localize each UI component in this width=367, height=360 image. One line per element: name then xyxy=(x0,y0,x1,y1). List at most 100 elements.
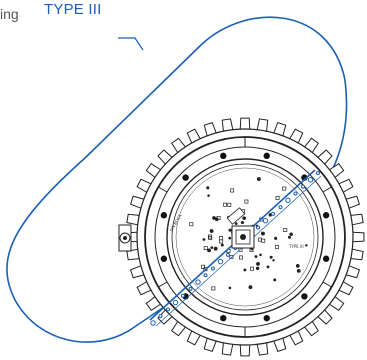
led-board-component xyxy=(305,244,308,247)
led-board-component xyxy=(295,263,300,268)
led-board-component xyxy=(207,194,210,197)
led-board-component xyxy=(274,236,278,240)
led-board-component xyxy=(216,216,221,220)
heat-sink-fin xyxy=(129,265,144,279)
led-board-component xyxy=(244,199,249,204)
bezel-bolt xyxy=(160,255,168,262)
heat-sink-fin xyxy=(289,330,304,346)
bezel-bolt xyxy=(322,212,330,219)
led-board-component xyxy=(227,202,232,207)
heat-sink-fins xyxy=(125,117,365,357)
heat-sink-fin xyxy=(136,178,152,193)
lens-inner-ring xyxy=(171,163,319,311)
bezel-bolt xyxy=(263,314,270,322)
led-board-component xyxy=(228,286,232,290)
led-board-component xyxy=(242,216,246,220)
led-board-component xyxy=(255,266,260,271)
heat-sink-fin xyxy=(186,128,201,144)
lens-outer-ring xyxy=(166,158,324,316)
led-board-component xyxy=(234,222,238,226)
led-board-component xyxy=(256,262,260,266)
strip-led xyxy=(195,279,201,285)
heat-sink-fin xyxy=(273,121,287,136)
led-board-component xyxy=(211,286,216,291)
heat-sink-fin xyxy=(126,248,140,261)
heat-sink-fin xyxy=(186,330,201,346)
led-board-component xyxy=(220,243,224,247)
led-board-component xyxy=(228,236,232,240)
led-board-component xyxy=(256,177,261,182)
led-board-component xyxy=(207,248,211,253)
heat-sink-fin xyxy=(273,338,287,353)
label-leader-line xyxy=(118,37,144,51)
heat-sink-fin xyxy=(350,248,364,261)
bezel-tick xyxy=(322,281,332,288)
heat-sink-fin xyxy=(126,213,140,226)
heat-sink-fin xyxy=(338,178,354,193)
led-board-component xyxy=(219,236,224,241)
strip-led xyxy=(158,314,163,319)
strip-led xyxy=(278,205,283,210)
component-block-upper xyxy=(226,207,246,225)
strip-led xyxy=(211,266,215,271)
strip-led xyxy=(217,258,224,265)
heat-sink-fin xyxy=(129,195,144,209)
bezel-segment-ticks xyxy=(158,137,332,337)
heat-sink-fin xyxy=(338,281,354,296)
led-board-component xyxy=(282,186,287,191)
heat-sink-fin xyxy=(221,118,234,132)
bezel-bolts xyxy=(160,152,330,322)
heat-sink-fin xyxy=(346,265,361,279)
led-board-component xyxy=(261,238,266,243)
strip-led xyxy=(262,218,269,224)
led-board-component xyxy=(207,234,212,239)
strip-led xyxy=(226,252,230,257)
strip-led xyxy=(203,273,208,278)
bezel-bolt xyxy=(263,152,270,160)
strip-led xyxy=(316,171,320,175)
heat-sink-fin xyxy=(352,231,365,243)
strip-led xyxy=(188,286,193,291)
led-board-edge xyxy=(175,167,315,307)
center-hub xyxy=(231,225,255,249)
led-board-component xyxy=(240,220,244,225)
bezel-bolt xyxy=(160,212,168,219)
heat-sink-fin xyxy=(221,342,234,356)
heat-sink-fin xyxy=(136,281,152,296)
heat-sink-fin xyxy=(346,195,361,209)
led-board-component xyxy=(250,247,254,251)
distribution-type-label: TYPE III xyxy=(44,1,102,18)
led-board-component xyxy=(250,266,255,271)
strip-led xyxy=(301,184,305,189)
led-board-component xyxy=(296,268,301,273)
led-board-component xyxy=(202,238,206,241)
led-board-component xyxy=(230,188,235,193)
led-board-component xyxy=(266,265,270,269)
heat-sink-fin xyxy=(256,342,269,356)
heat-sink-fin xyxy=(239,344,251,357)
bezel-tick xyxy=(322,186,332,193)
strip-led xyxy=(181,293,185,298)
led-board-component xyxy=(254,255,258,258)
led-board-component xyxy=(212,216,216,220)
strip-led xyxy=(293,191,298,196)
led-board-component xyxy=(283,228,288,232)
led-board-component xyxy=(223,202,228,207)
led-board-component xyxy=(206,186,210,190)
strip-led xyxy=(271,211,275,216)
mounting-boss xyxy=(118,224,132,252)
led-board-component xyxy=(287,235,291,239)
led-board-component xyxy=(209,229,214,233)
heat-sink-fin xyxy=(239,117,251,130)
led-board-component xyxy=(272,259,275,262)
strip-led xyxy=(172,299,179,306)
led-board-component xyxy=(269,255,273,259)
heat-sink-fin xyxy=(256,118,269,132)
bezel-tick xyxy=(158,186,168,193)
bezel-bolt xyxy=(322,255,330,262)
strip-led xyxy=(150,320,156,326)
led-board-component xyxy=(273,278,277,282)
cut-off-caption-text: ing xyxy=(0,6,19,22)
reflector-label-right: TYPE III xyxy=(288,244,304,249)
